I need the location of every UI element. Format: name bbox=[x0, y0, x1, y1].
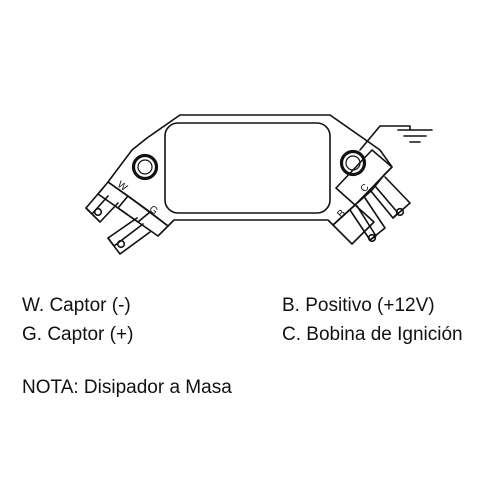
spade-terminal-w-icon bbox=[85, 187, 119, 223]
legend-b-positive: B. Positivo (+12V) bbox=[282, 295, 435, 316]
ground-note: NOTA: Disipador a Masa bbox=[22, 377, 232, 398]
spade-terminal-b-icon bbox=[349, 197, 386, 243]
spade-terminal-c-icon bbox=[369, 176, 411, 219]
module-center-panel bbox=[164, 122, 331, 214]
module-housing bbox=[107, 114, 393, 227]
legend-w-captor-negative: W. Captor (-) bbox=[22, 295, 131, 316]
legend-g-captor-positive: G. Captor (+) bbox=[22, 324, 134, 345]
left-mounting-hole-icon bbox=[131, 153, 159, 181]
pin-label-w: W bbox=[115, 179, 130, 194]
spade-terminal-g-icon bbox=[107, 217, 151, 255]
pin-label-g: G bbox=[147, 204, 160, 218]
pin-label-b: B bbox=[335, 207, 348, 220]
legend-c-ignition-coil: C. Bobina de Ignición bbox=[282, 324, 463, 345]
ignition-module-diagram: W G C B bbox=[85, 114, 433, 255]
right-terminal-block bbox=[332, 149, 393, 245]
ground-symbol-icon bbox=[359, 125, 433, 151]
